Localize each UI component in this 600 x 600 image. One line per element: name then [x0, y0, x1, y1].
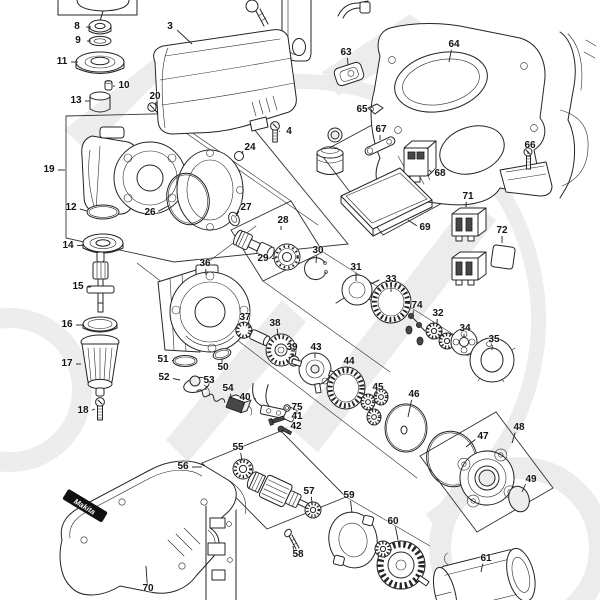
leader-line-51 — [171, 360, 175, 362]
leader-line-64 — [448, 49, 452, 63]
disc-46 — [384, 403, 428, 453]
motor-housing-70: Makita — [59, 460, 247, 596]
gasket-ring-26 — [166, 172, 210, 226]
baffle-plate-59 — [328, 511, 378, 569]
bearing-retainer-48 — [457, 448, 517, 508]
leader-line-59 — [350, 500, 353, 514]
leader-line-55 — [240, 452, 243, 462]
leader-line-63 — [347, 57, 349, 66]
leader-line-58 — [292, 545, 295, 551]
leader-line-14 — [76, 244, 85, 247]
leader-line-27 — [235, 210, 240, 217]
leader-line-69 — [407, 219, 418, 227]
leader-line-3 — [176, 29, 193, 45]
leader-line-26 — [158, 205, 169, 212]
spindle-15 — [86, 251, 115, 313]
screw-18 — [95, 397, 105, 421]
nut-75 — [283, 404, 291, 412]
leader-line-12 — [79, 208, 88, 212]
sleeve-13 — [89, 91, 111, 113]
internal-gear-33 — [370, 280, 412, 324]
part-65 — [367, 103, 384, 115]
pad-49 — [508, 485, 530, 513]
cutoff-clamp — [337, 0, 371, 19]
switch-button-63 — [333, 61, 365, 87]
terminal-block-71b — [451, 251, 487, 286]
screw-41 — [268, 415, 285, 426]
leader-line-60 — [394, 526, 399, 541]
spindle-joint-31 — [335, 274, 380, 306]
leader-line-49 — [521, 483, 527, 493]
rail — [345, 496, 431, 547]
bearing-29 — [273, 243, 301, 271]
leader-line-24 — [241, 150, 244, 155]
screw-42 — [277, 425, 293, 436]
leader-line-61 — [480, 563, 484, 573]
leader-line-38 — [276, 328, 279, 337]
box-retainer-48 — [419, 411, 554, 533]
switch-68 — [403, 140, 437, 183]
leader-line-46 — [407, 399, 413, 418]
rail — [182, 130, 319, 226]
armature-rotor — [246, 471, 313, 510]
ring-16 — [82, 316, 118, 333]
leader-line-30 — [315, 255, 317, 264]
housing-fragment-right-edge — [559, 31, 597, 199]
o-ring-12 — [86, 204, 120, 220]
bearing-57 — [304, 501, 322, 519]
stator-61 — [432, 547, 536, 600]
pin-10 — [104, 80, 113, 91]
spindle-gear-28 — [233, 229, 275, 259]
rotor-60 — [374, 540, 430, 590]
gear-housing-36 — [157, 264, 251, 353]
clutch-cam-43 — [291, 352, 340, 394]
cutoff-pad-box — [57, 0, 138, 22]
chuck-17 — [80, 334, 120, 397]
ring-24 — [234, 151, 244, 161]
leader-line-18 — [91, 408, 96, 411]
brush-holder-52 — [183, 375, 210, 397]
brush-spring-53 — [196, 389, 226, 403]
leader-line-47 — [465, 439, 476, 448]
o-ring-50 — [212, 348, 232, 360]
terminal-block-71a — [451, 207, 487, 242]
carbon-brush-54 — [225, 394, 253, 416]
pad-72 — [490, 244, 516, 270]
leader-line-40 — [253, 398, 257, 400]
leader-line-52 — [172, 378, 181, 381]
motor-housing-3 — [153, 29, 297, 135]
screws-74 — [407, 312, 426, 332]
rail — [262, 280, 391, 373]
cutoff-screw-top — [245, 0, 269, 27]
locknut-8 — [88, 19, 112, 35]
leader-line-68 — [428, 169, 432, 173]
leader-line-4 — [278, 130, 281, 132]
leader-line-48 — [511, 432, 516, 444]
screw-4 — [270, 121, 280, 143]
leader-line-29 — [271, 257, 277, 260]
angle-head-housing-19 — [81, 126, 244, 231]
bearing-55 — [232, 458, 254, 480]
bearing-38 — [265, 333, 297, 367]
leader-line-70 — [145, 565, 148, 585]
screw-58 — [284, 528, 300, 550]
controller-stack — [205, 505, 237, 600]
leader-line-57 — [310, 496, 313, 504]
ring-gear-44 — [326, 366, 366, 410]
flange-11 — [75, 51, 125, 74]
carrier-34 — [450, 328, 478, 356]
gear-shaft-37 — [235, 321, 271, 346]
rollers-45 — [360, 388, 389, 426]
service-kit-69 — [316, 127, 433, 237]
lever-67 — [364, 136, 396, 156]
snap-ring-30 — [304, 257, 328, 281]
